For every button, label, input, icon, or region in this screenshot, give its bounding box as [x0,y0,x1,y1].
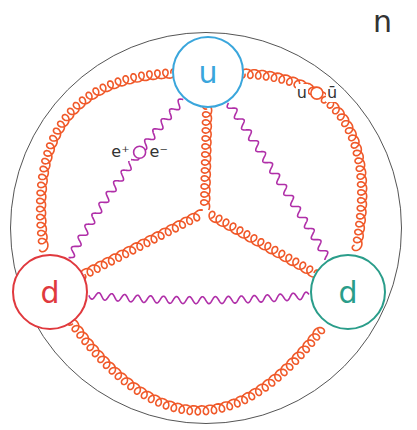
quark-letter: d [338,276,357,309]
neutron-boundary: nudd [10,32,402,424]
pair-loop [134,146,146,158]
quark-letter: d [40,276,59,309]
pair-loop [311,87,323,99]
gluon-spring [67,319,324,415]
gluon-junction [80,210,203,280]
gluon-junction [209,211,319,277]
gluon-spring [37,69,177,252]
particle-symbol: n [373,5,392,38]
down-quark: d [12,254,88,330]
up-quark: u [172,36,244,108]
quark-letter: u [198,56,217,89]
down-quark: d [310,254,386,330]
photon-wave [89,292,309,304]
gluon-junction [201,104,212,210]
particle-label: e⁻ [149,143,169,161]
photon-wave [227,103,328,260]
particle-label: ū [326,84,338,102]
gluon-spring [240,69,367,250]
particle-label: u [296,84,308,102]
particle-label: e⁺ [110,143,130,161]
